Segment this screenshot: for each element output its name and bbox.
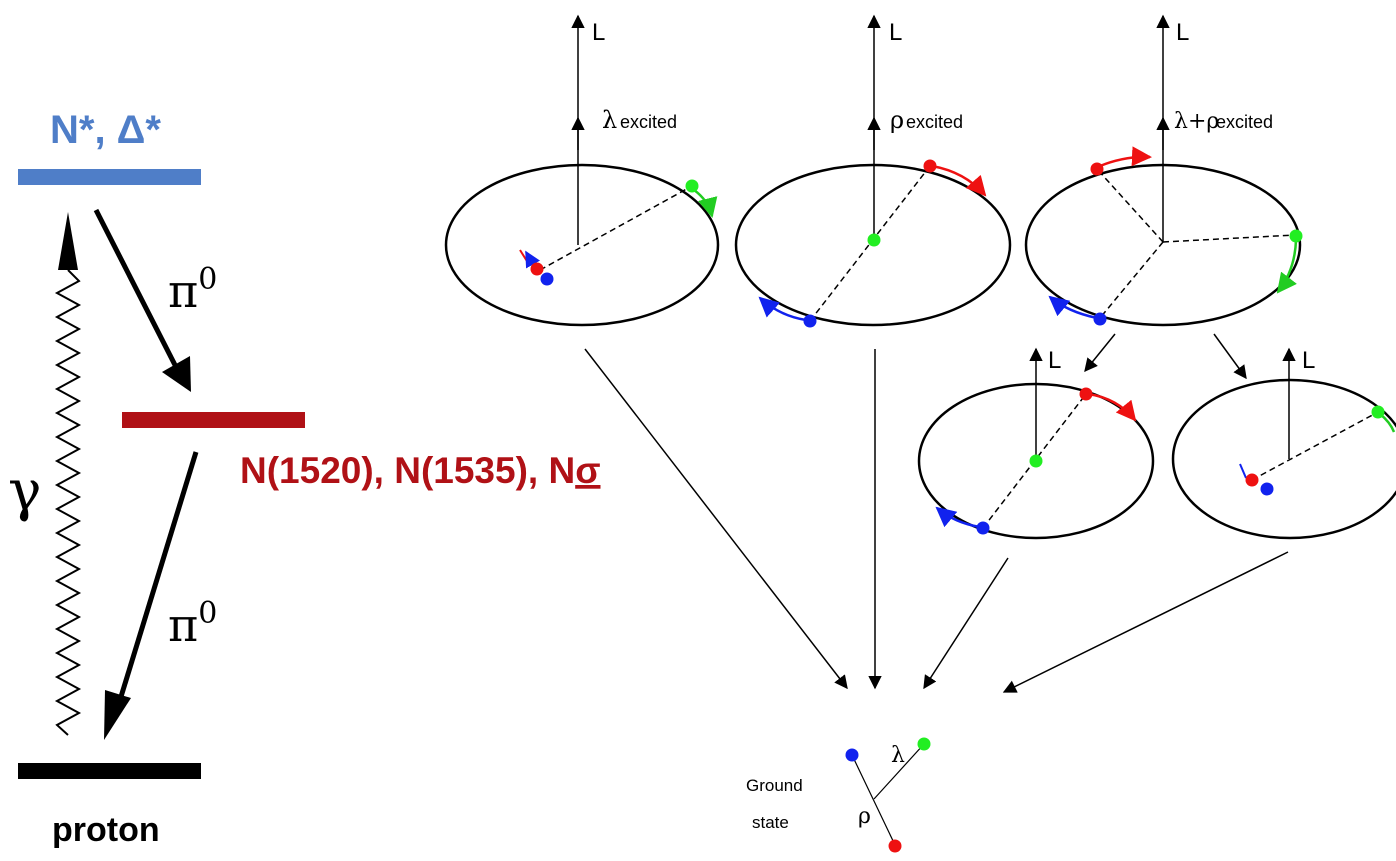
energy-level-scheme: N*, Δ* N(1520), N(1535), Nσ proton γ π0 … (8, 108, 601, 849)
orbit-ellipse (1171, 378, 1396, 540)
ground-lambda-link (873, 743, 925, 800)
decay-arrow-4 (1002, 551, 1289, 693)
blue-quark-motion-arrow (758, 296, 807, 322)
red-quark (1245, 473, 1259, 487)
ground-rho-label: ρ (858, 804, 871, 829)
ground-state-label-line1: Ground (746, 776, 803, 795)
pion-upper-symbol: π (168, 264, 198, 318)
green-quark-motion-arrow (1276, 239, 1298, 294)
axis-label-L: L (592, 19, 605, 46)
pion-upper-label: π0 (168, 262, 217, 318)
pion-arrow-lower (117, 451, 199, 701)
pion-upper-sup: 0 (198, 262, 217, 297)
blue-quark (845, 748, 859, 762)
green-quark (867, 233, 881, 247)
blue-quark-motion-arrow (1048, 295, 1098, 320)
green-quark (1371, 405, 1385, 419)
green-quark (917, 737, 931, 751)
ground-state: λ ρ Ground state (746, 737, 931, 853)
blue-quark (1093, 312, 1107, 326)
mode-caption: excited (1216, 112, 1273, 132)
middle-level-label: N(1520), N(1535), Nσ (240, 450, 601, 491)
jacobi-dashed-line-green (1162, 234, 1296, 243)
middle-level-label-sigma: σ (575, 450, 600, 491)
blue-quark (1260, 482, 1274, 496)
upper-level-label: N*, Δ* (50, 108, 161, 152)
photon-arrow-head (58, 212, 78, 270)
green-quark (685, 179, 699, 193)
orbit-ellipse (734, 163, 1012, 327)
red-quark (1079, 387, 1093, 401)
pion-lower-sup: 0 (198, 596, 217, 631)
decay-arrow-1 (584, 348, 848, 690)
pion-lower-label: π0 (168, 596, 217, 652)
axis-label-L: L (889, 19, 902, 46)
rho-component-panel: L (917, 347, 1155, 540)
middle-level-bar (122, 412, 305, 428)
photon-wave (54, 269, 82, 736)
red-quark (888, 839, 902, 853)
blue-quark-motion-arrow (935, 506, 981, 529)
jacobi-dashed-line (539, 185, 693, 271)
red-quark (530, 262, 544, 276)
red-quark (923, 159, 937, 173)
axis-label-L: L (1176, 19, 1189, 46)
ground-rho-link (851, 754, 896, 846)
combined-excited-panel: L λ+ρ excited (1024, 14, 1303, 327)
photon-label: γ (8, 459, 41, 524)
orbit-ellipse (444, 163, 720, 327)
red-quark (1090, 162, 1104, 176)
red-quark-motion-arrow (1087, 392, 1137, 422)
lower-level-label: proton (52, 811, 160, 849)
pion-arrow-upper-head (162, 356, 191, 392)
ground-state-label-line2: state (752, 813, 789, 832)
blue-quark (540, 272, 554, 286)
green-quark-motion-arrow (693, 188, 718, 218)
pion-lower-symbol: π (168, 598, 198, 652)
decomposition-arrow-left (1084, 333, 1116, 373)
mode-symbol: λ (602, 106, 617, 134)
decay-arrow-3 (923, 557, 1009, 690)
axis-label-L: L (1302, 347, 1315, 374)
decomposition-arrow-right (1213, 333, 1247, 380)
jacobi-dashed-line (809, 165, 931, 322)
mode-symbol: ρ (890, 106, 904, 134)
lambda-excited-panel: L λ excited (444, 14, 720, 327)
pion-arrow-upper (93, 208, 179, 369)
jacobi-dashed-line (1251, 411, 1379, 481)
green-quark (1289, 229, 1303, 243)
jacobi-dashed-line-blue (1099, 241, 1164, 319)
mode-symbol: λ+ρ (1174, 109, 1219, 134)
axis-label-L: L (1048, 347, 1061, 374)
pion-arrow-lower-head (104, 690, 131, 740)
red-blue-quark-motion-arrows (1239, 463, 1247, 479)
middle-level-label-main: N(1520), N(1535), N (240, 450, 575, 491)
lambda-component-panel: L (1171, 347, 1396, 540)
red-quark-motion-arrow (1099, 146, 1152, 168)
ground-lambda-label: λ (891, 743, 905, 768)
blue-quark (976, 521, 990, 535)
mode-caption: excited (906, 112, 963, 132)
blue-quark (803, 314, 817, 328)
rho-excited-panel: L ρ excited (734, 14, 1012, 328)
lower-level-bar (18, 763, 201, 779)
green-quark (1029, 454, 1043, 468)
red-quark-motion-arrow (931, 164, 987, 197)
mode-caption: excited (620, 112, 677, 132)
upper-level-bar (18, 169, 201, 185)
jacobi-dashed-line-red (1096, 168, 1164, 243)
